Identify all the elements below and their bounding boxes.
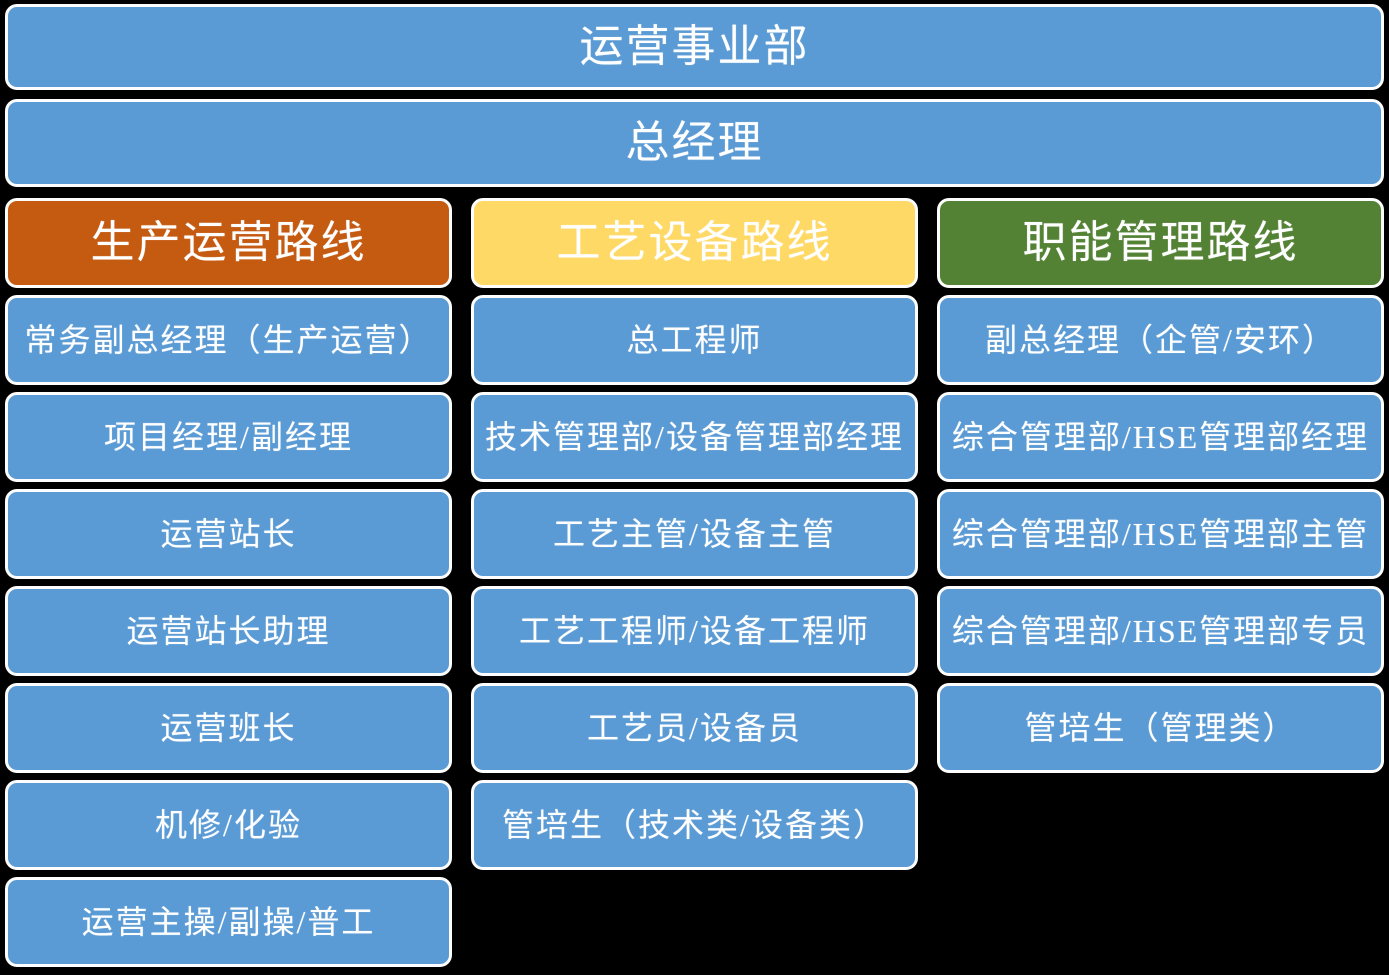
banner-general-manager: 总经理 bbox=[5, 99, 1384, 187]
org-node: 项目经理/副经理 bbox=[5, 392, 452, 482]
org-node: 机修/化验 bbox=[5, 780, 452, 870]
column-header-production: 生产运营路线 bbox=[5, 198, 452, 288]
column-header-functional: 职能管理路线 bbox=[937, 198, 1384, 288]
column-process-equipment: 工艺设备路线 总工程师 技术管理部/设备管理部经理 工艺主管/设备主管 工艺工程… bbox=[471, 198, 918, 870]
org-node: 综合管理部/HSE管理部经理 bbox=[937, 392, 1384, 482]
banner-division-title: 运营事业部 bbox=[5, 4, 1384, 90]
column-functional-management: 职能管理路线 副总经理（企管/安环） 综合管理部/HSE管理部经理 综合管理部/… bbox=[937, 198, 1384, 773]
career-tracks: 生产运营路线 常务副总经理（生产运营） 项目经理/副经理 运营站长 运营站长助理… bbox=[5, 198, 1384, 967]
org-node: 管培生（管理类） bbox=[937, 683, 1384, 773]
org-node: 管培生（技术类/设备类） bbox=[471, 780, 918, 870]
org-node: 工艺主管/设备主管 bbox=[471, 489, 918, 579]
org-node: 技术管理部/设备管理部经理 bbox=[471, 392, 918, 482]
org-node: 工艺员/设备员 bbox=[471, 683, 918, 773]
org-node: 运营站长 bbox=[5, 489, 452, 579]
org-node: 副总经理（企管/安环） bbox=[937, 295, 1384, 385]
org-node: 常务副总经理（生产运营） bbox=[5, 295, 452, 385]
org-node: 综合管理部/HSE管理部主管 bbox=[937, 489, 1384, 579]
column-production-operations: 生产运营路线 常务副总经理（生产运营） 项目经理/副经理 运营站长 运营站长助理… bbox=[5, 198, 452, 967]
org-node: 运营班长 bbox=[5, 683, 452, 773]
org-node: 综合管理部/HSE管理部专员 bbox=[937, 586, 1384, 676]
org-node: 总工程师 bbox=[471, 295, 918, 385]
org-node: 运营站长助理 bbox=[5, 586, 452, 676]
org-node: 工艺工程师/设备工程师 bbox=[471, 586, 918, 676]
column-header-process-equipment: 工艺设备路线 bbox=[471, 198, 918, 288]
org-node: 运营主操/副操/普工 bbox=[5, 877, 452, 967]
